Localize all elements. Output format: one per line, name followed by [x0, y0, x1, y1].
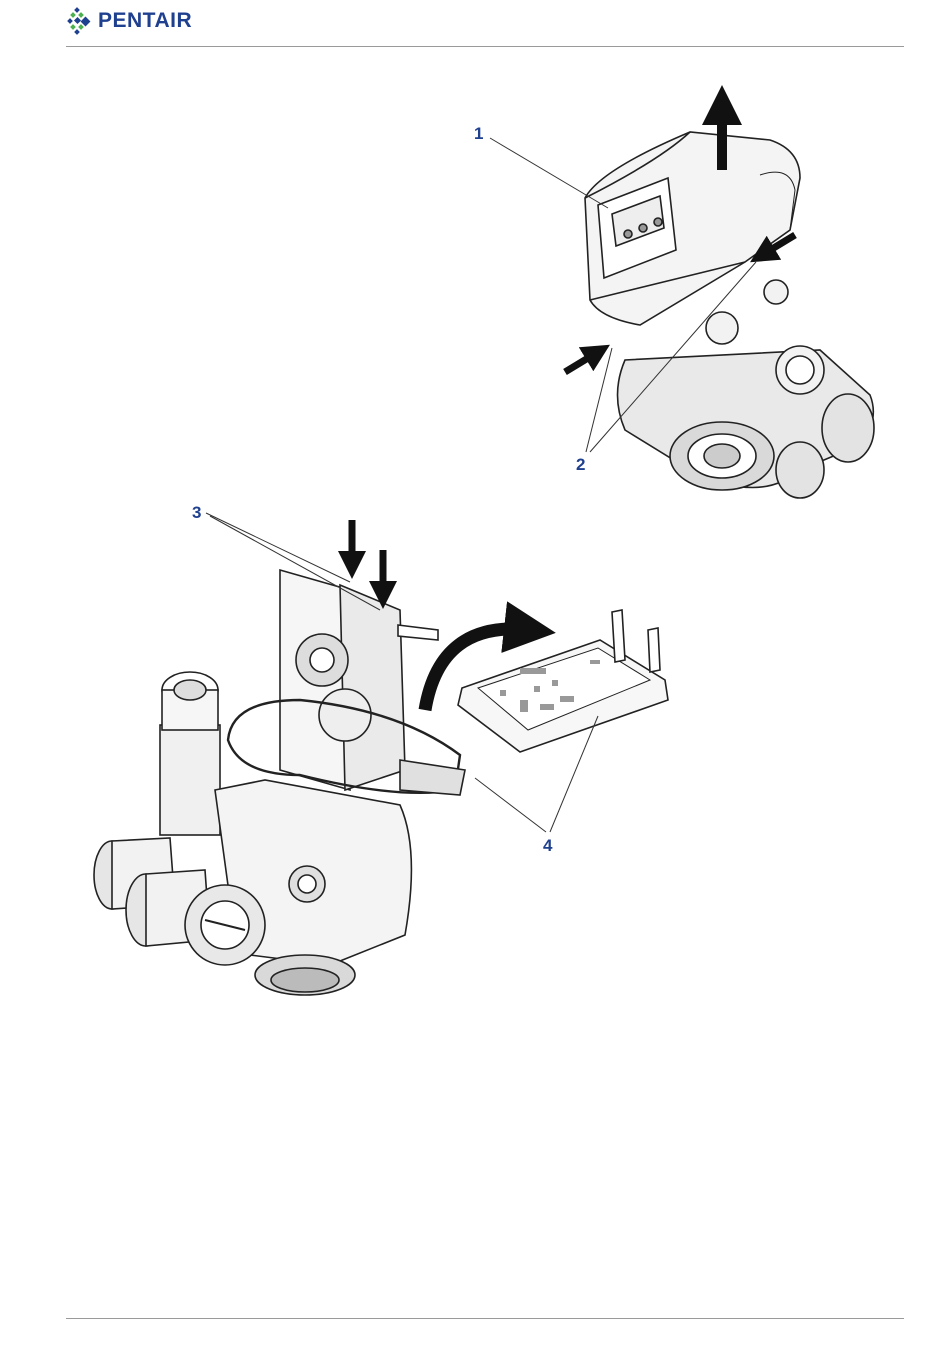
page-header: PENTAIR [0, 0, 950, 48]
pentair-logo: PENTAIR [66, 6, 192, 36]
valve-disassembly-illustration: 1 2 3 4 [0, 60, 950, 1020]
callout-2: 2 [576, 455, 585, 474]
callout-3: 3 [192, 503, 201, 522]
pentair-diamond-icon [66, 6, 92, 36]
callout-4: 4 [543, 836, 553, 855]
brand-name: PENTAIR [98, 9, 192, 33]
callout-1: 1 [474, 124, 483, 143]
header-divider [66, 46, 904, 47]
valve-with-mainboard-drawing [94, 570, 668, 995]
press-tab-left-arrow-icon [565, 352, 598, 372]
controller-cover-removal-drawing [585, 132, 874, 498]
footer-divider [66, 1318, 904, 1319]
